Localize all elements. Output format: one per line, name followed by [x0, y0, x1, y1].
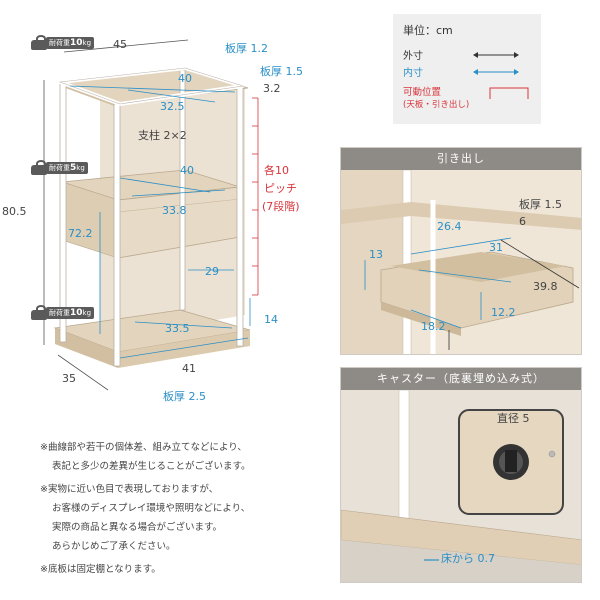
- dim-mid-inner-width: 40: [180, 164, 194, 177]
- weight-tag-top: 耐荷重10kg: [30, 35, 95, 50]
- weight-middle-value: 5: [70, 162, 77, 173]
- legend-movable-sub: (天板・引き出し): [403, 100, 470, 110]
- legend-box: 単位：cm 外寸 内寸 可動位置 (天板・引き出し): [393, 14, 541, 124]
- weight-top-prefix: 耐荷重: [49, 38, 70, 47]
- note-line: あらかじめご了承ください。: [52, 541, 176, 552]
- caster-panel: キャスター（底裏埋め込み式） 直径 5 床から 0.7: [340, 367, 582, 583]
- outer-dimension-arrow-icon: [473, 51, 519, 58]
- legend-inner-label: 内寸: [403, 68, 423, 79]
- dim-drawer-inner: 33.8: [162, 204, 187, 217]
- caster-diameter: 直径 5: [497, 412, 530, 425]
- drawer-dim-2: 6: [519, 215, 526, 228]
- weight-bottom-unit: kg: [82, 308, 92, 317]
- weight-icon: [30, 160, 48, 175]
- dim-top-inner-depth: 32.5: [160, 100, 185, 113]
- dim-base-thickness: 板厚 2.5: [163, 390, 206, 403]
- dim-top-thickness: 板厚 1.2: [225, 42, 268, 55]
- weight-middle-unit: kg: [76, 163, 85, 172]
- movable-position-marker-icon: [489, 87, 529, 99]
- weight-bottom-prefix: 耐荷重: [49, 308, 70, 317]
- weight-top-value: 10: [70, 37, 83, 48]
- dim-post: 支柱 2×2: [138, 129, 187, 142]
- dim-depth: 35: [62, 372, 76, 385]
- drawer-photo: [341, 170, 581, 354]
- drawer-dim-7: 18.2: [421, 320, 446, 333]
- drawer-dim-3: 31: [489, 241, 503, 254]
- weight-top-unit: kg: [82, 38, 92, 47]
- caster-clearance: 床から 0.7: [441, 552, 495, 565]
- dim-height: 80.5: [2, 205, 27, 218]
- dim-pitch-1: 各10: [264, 164, 289, 177]
- weight-icon: [30, 35, 48, 50]
- note-line: ※曲線部や若干の個体差、組み立てなどにより、: [40, 442, 247, 453]
- dim-width: 45: [113, 38, 127, 51]
- drawer-panel-title: 引き出し: [341, 148, 581, 170]
- dim-bottom-width: 41: [182, 362, 196, 375]
- dim-bottom-inner-depth: 33.5: [165, 322, 190, 335]
- legend-movable-label: 可動位置: [403, 87, 442, 98]
- drawer-thickness: 板厚 1.5: [519, 198, 562, 211]
- dim-shelf-thickness: 板厚 1.5: [260, 65, 303, 78]
- notes-block: ※曲線部や若干の個体差、組み立てなどにより、 表記と多少の差異が生じることがござ…: [40, 438, 330, 579]
- weight-middle-prefix: 耐荷重: [49, 163, 70, 172]
- legend-outer-label: 外寸: [403, 51, 423, 62]
- note-line: お客様のディスプレイ環境や照明などにより、: [52, 503, 251, 514]
- note-line: ※実物に近い色目で表現しておりますが、: [40, 484, 219, 495]
- weight-icon: [30, 305, 48, 320]
- dim-pitch-3: (7段階): [262, 200, 300, 213]
- weight-tag-middle: 耐荷重5kg: [30, 160, 88, 175]
- drawer-dim-6: 12.2: [491, 306, 516, 319]
- caster-panel-title: キャスター（底裏埋め込み式）: [341, 368, 581, 390]
- dim-bottom-height: 14: [264, 313, 278, 326]
- product-dimension-drawing: [43, 39, 259, 391]
- note-line: ※底板は固定棚となります。: [40, 564, 161, 575]
- dim-top-inner-width: 40: [178, 72, 192, 85]
- dim-side-height: 72.2: [68, 227, 93, 240]
- caster-photo: [341, 390, 581, 582]
- drawer-dim-4: 13: [369, 248, 383, 261]
- note-line: 実際の商品と異なる場合がございます。: [52, 522, 223, 533]
- weight-bottom-value: 10: [70, 307, 83, 318]
- drawer-dim-5: 39.8: [533, 280, 558, 293]
- dim-pitch-2: ピッチ: [264, 182, 297, 195]
- legend-unit: 単位：cm: [403, 24, 453, 37]
- weight-tag-bottom: 耐荷重10kg: [30, 305, 95, 320]
- inner-dimension-arrow-icon: [473, 68, 519, 75]
- drawer-panel: 引き出し 板厚 1.5 6 26.4 31 13 39.8 12.2 18.2: [340, 147, 582, 355]
- drawer-dim-1: 26.4: [437, 220, 462, 233]
- note-line: 表記と多少の差異が生じることがございます。: [52, 461, 251, 472]
- dim-top-offset: 3.2: [263, 82, 281, 95]
- dim-mid-gap: 29: [205, 265, 219, 278]
